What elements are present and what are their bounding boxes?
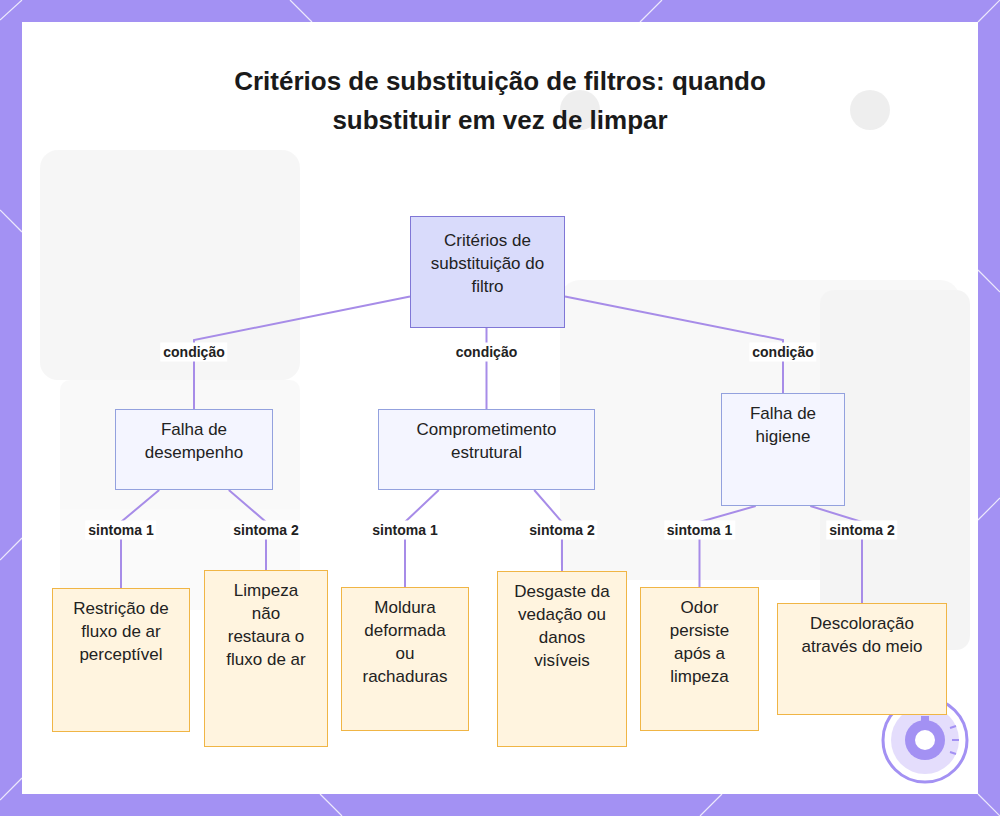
symptom-box: Descoloração através do meio	[777, 603, 947, 715]
canvas	[22, 22, 978, 794]
condition-box: Falha de desempenho	[115, 409, 273, 490]
node-text: Desgaste da vedação ou danos visíveis	[514, 580, 610, 672]
node-text: Comprometimento estrutural	[391, 418, 582, 464]
symptom-box: Odor persiste após a limpeza	[640, 587, 759, 731]
faded-photo	[40, 90, 970, 650]
node-text: Descoloração através do meio	[794, 612, 930, 658]
symptom-box: Moldura deformada ou rachaduras	[341, 587, 469, 731]
edge-label: sintoma 1	[369, 521, 440, 540]
edge-label: condição	[453, 343, 520, 362]
node-text: Moldura deformada ou rachaduras	[358, 596, 452, 688]
edge-label: condição	[749, 343, 816, 362]
node-text: Falha de desempenho	[128, 418, 260, 464]
connector-line	[700, 506, 756, 587]
node-text: Critérios de substituição do filtro	[423, 229, 552, 298]
node-text: Limpeza não restaura o fluxo de ar	[221, 579, 311, 671]
edge-label: sintoma 2	[230, 521, 301, 540]
edge-label: sintoma 2	[526, 521, 597, 540]
symptom-box: Limpeza não restaura o fluxo de ar	[204, 570, 328, 747]
edge-label: sintoma 1	[664, 521, 735, 540]
condition-box: Falha de higiene	[721, 393, 845, 506]
edge-label: sintoma 2	[826, 521, 897, 540]
symptom-box: Restrição de fluxo de ar perceptível	[52, 588, 190, 732]
edge-label: condição	[160, 343, 227, 362]
diagram-title: Critérios de substituição de filtros: qu…	[225, 62, 775, 140]
symptom-box: Desgaste da vedação ou danos visíveis	[497, 571, 627, 747]
connector-line	[486, 328, 488, 409]
root-box: Critérios de substituição do filtro	[410, 216, 565, 328]
edge-label: sintoma 1	[85, 521, 156, 540]
condition-box: Comprometimento estrutural	[378, 409, 595, 490]
node-text: Falha de higiene	[734, 402, 832, 448]
node-text: Odor persiste após a limpeza	[657, 596, 742, 688]
node-text: Restrição de fluxo de ar perceptível	[69, 597, 173, 666]
